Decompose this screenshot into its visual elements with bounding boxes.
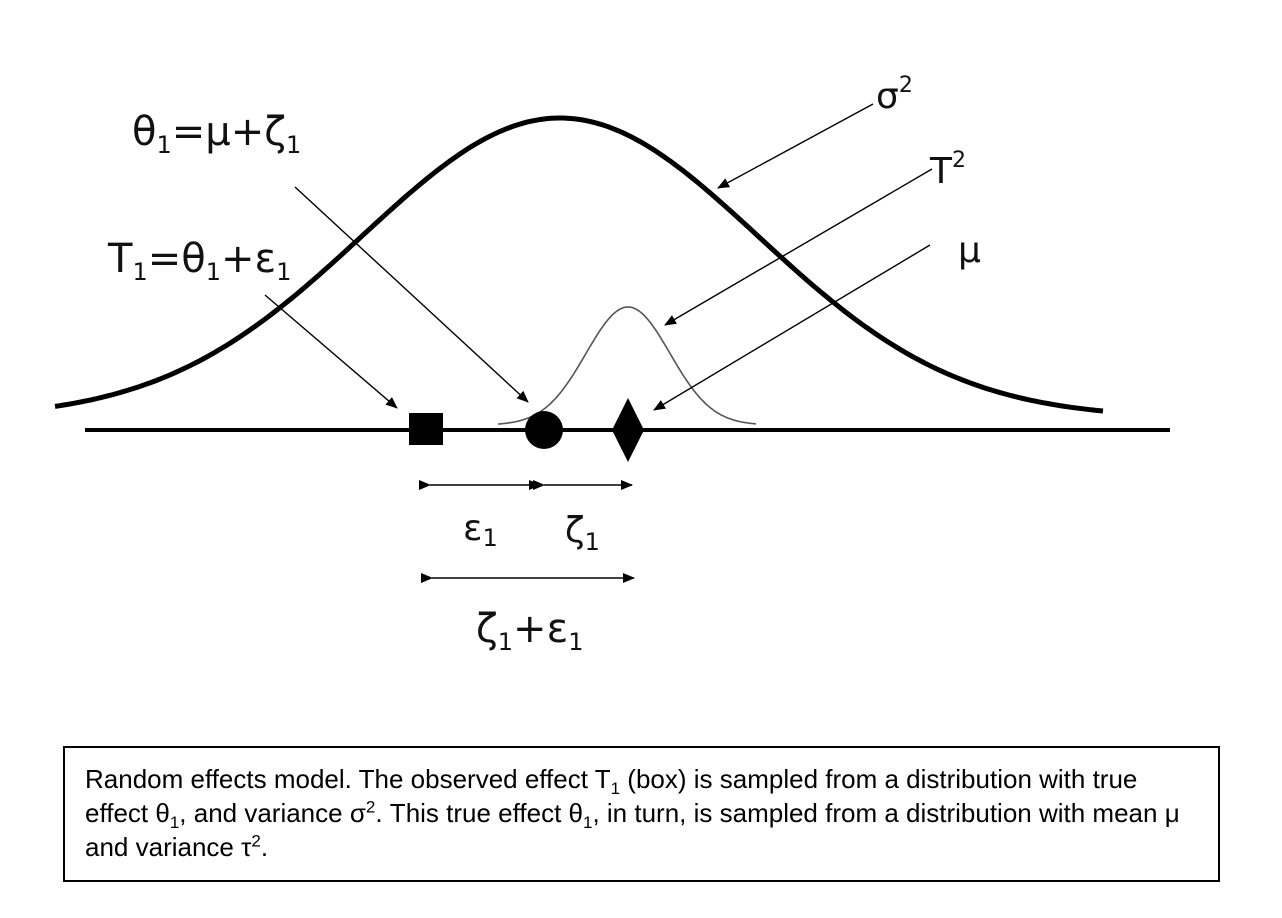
mu-label: μ [958, 230, 981, 271]
mean-diamond [612, 398, 644, 462]
theta-equation-arrow [294, 186, 529, 403]
caption-box: Random effects model. The observed effec… [63, 746, 1220, 882]
epsilon-label: ε1 [463, 508, 498, 552]
outer-distribution-curve [54, 115, 1104, 414]
tau-squared-label: T2 [929, 148, 966, 192]
tau-arrow [664, 168, 933, 326]
sigma-arrow [717, 103, 874, 189]
observed-effect-box [409, 413, 443, 445]
figure-caption: Random effects model. The observed effec… [85, 764, 1180, 862]
zeta-plus-epsilon-label: ζ1+ε1 [476, 606, 583, 656]
t-equation-label: T1=θ1+ε1 [107, 236, 291, 286]
true-effect-circle [525, 411, 563, 449]
sigma-squared-label: σ2 [876, 73, 913, 117]
mu-arrow [653, 244, 931, 411]
theta-equation-label: θ1=μ+ζ1 [132, 109, 301, 159]
zeta-label: ζ1 [565, 510, 600, 556]
t-equation-arrow [264, 294, 398, 409]
inner-distribution-curve [497, 306, 757, 425]
